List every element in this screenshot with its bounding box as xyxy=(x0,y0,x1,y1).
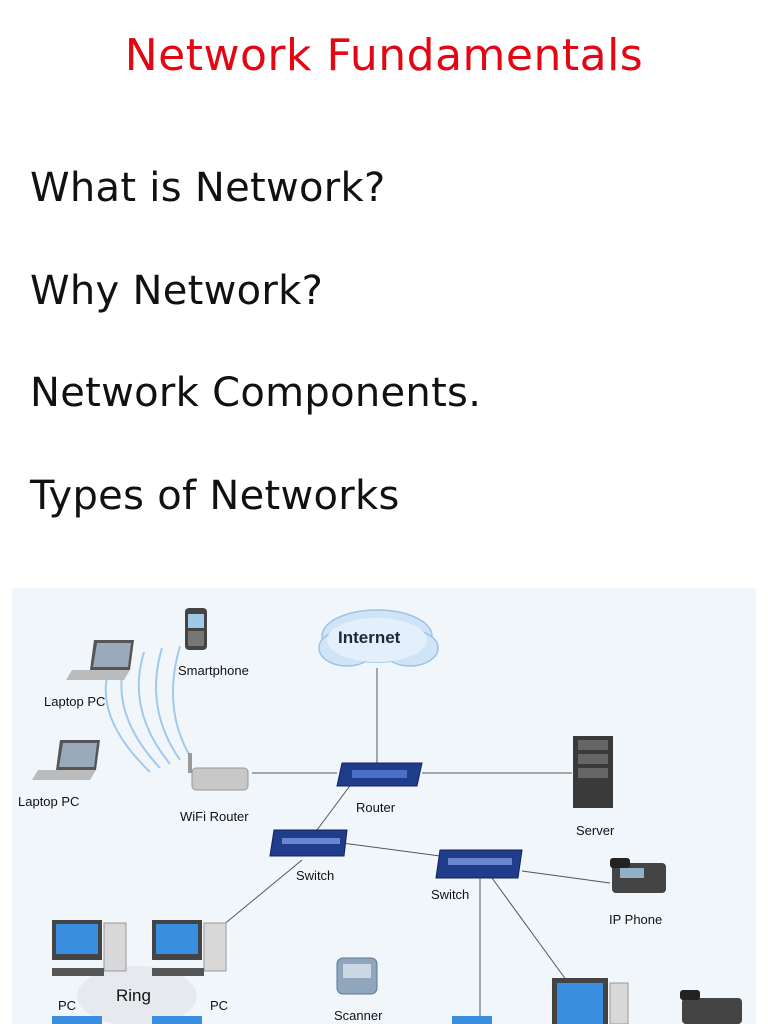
line-switch2-ipphone xyxy=(521,870,611,884)
pc-icon xyxy=(52,920,127,976)
router-label: Router xyxy=(356,800,396,815)
smartphone-icon xyxy=(185,608,207,650)
internet-cloud-icon xyxy=(318,609,439,667)
server-label: Server xyxy=(576,823,615,838)
line-switch1-switch2 xyxy=(341,842,441,857)
switch-label: Switch xyxy=(431,887,470,902)
pc-icon xyxy=(452,1016,492,1024)
ip-phone-icon xyxy=(680,990,742,1024)
laptop-icon xyxy=(66,640,134,680)
wifi-router-icon xyxy=(188,753,249,791)
line-router-switch1 xyxy=(316,782,353,831)
pc-label: PC xyxy=(210,998,229,1013)
page-title: Network Fundamentals xyxy=(124,30,644,81)
connection-lines xyxy=(221,668,611,1024)
switch-label: Switch xyxy=(296,868,335,883)
laptop-icon xyxy=(32,740,100,780)
ring-background xyxy=(77,966,197,1024)
network-diagram: Internet Smartphone Laptop PC Laptop PC … xyxy=(12,588,756,1024)
internet-label: Internet xyxy=(338,628,401,647)
laptop-label: Laptop PC xyxy=(18,794,80,809)
scanner-icon xyxy=(336,957,378,995)
pc-icon xyxy=(52,1016,202,1024)
wifi-arc-3 xyxy=(137,651,171,765)
bullet-what-is-network: What is Network? xyxy=(30,165,386,211)
scanner-label: Scanner xyxy=(334,1008,383,1023)
bullet-types-of-networks: Types of Networks xyxy=(30,473,400,519)
ip-phone-icon xyxy=(610,858,666,893)
smartphone-label: Smartphone xyxy=(178,663,249,678)
wifi-router-label: WiFi Router xyxy=(180,809,249,824)
pc-icon xyxy=(552,978,629,1024)
laptop-label: Laptop PC xyxy=(44,694,106,709)
server-icon xyxy=(573,736,613,808)
line-switch1-pcs xyxy=(221,859,303,927)
wifi-arc-2 xyxy=(155,647,181,761)
network-diagram-canvas xyxy=(32,608,742,1024)
pc-label: PC xyxy=(58,998,77,1013)
ip-phone-label: IP Phone xyxy=(609,912,663,927)
pc-icon xyxy=(152,920,227,976)
switch-icon xyxy=(435,849,523,879)
bullet-why-network: Why Network? xyxy=(30,268,324,314)
switch-icon xyxy=(269,829,348,857)
ring-label: Ring xyxy=(116,986,151,1005)
line-switch2-pc xyxy=(491,877,573,989)
bullet-network-components: Network Components. xyxy=(30,370,482,416)
router-icon xyxy=(336,762,423,787)
wifi-arc-1 xyxy=(171,645,191,757)
